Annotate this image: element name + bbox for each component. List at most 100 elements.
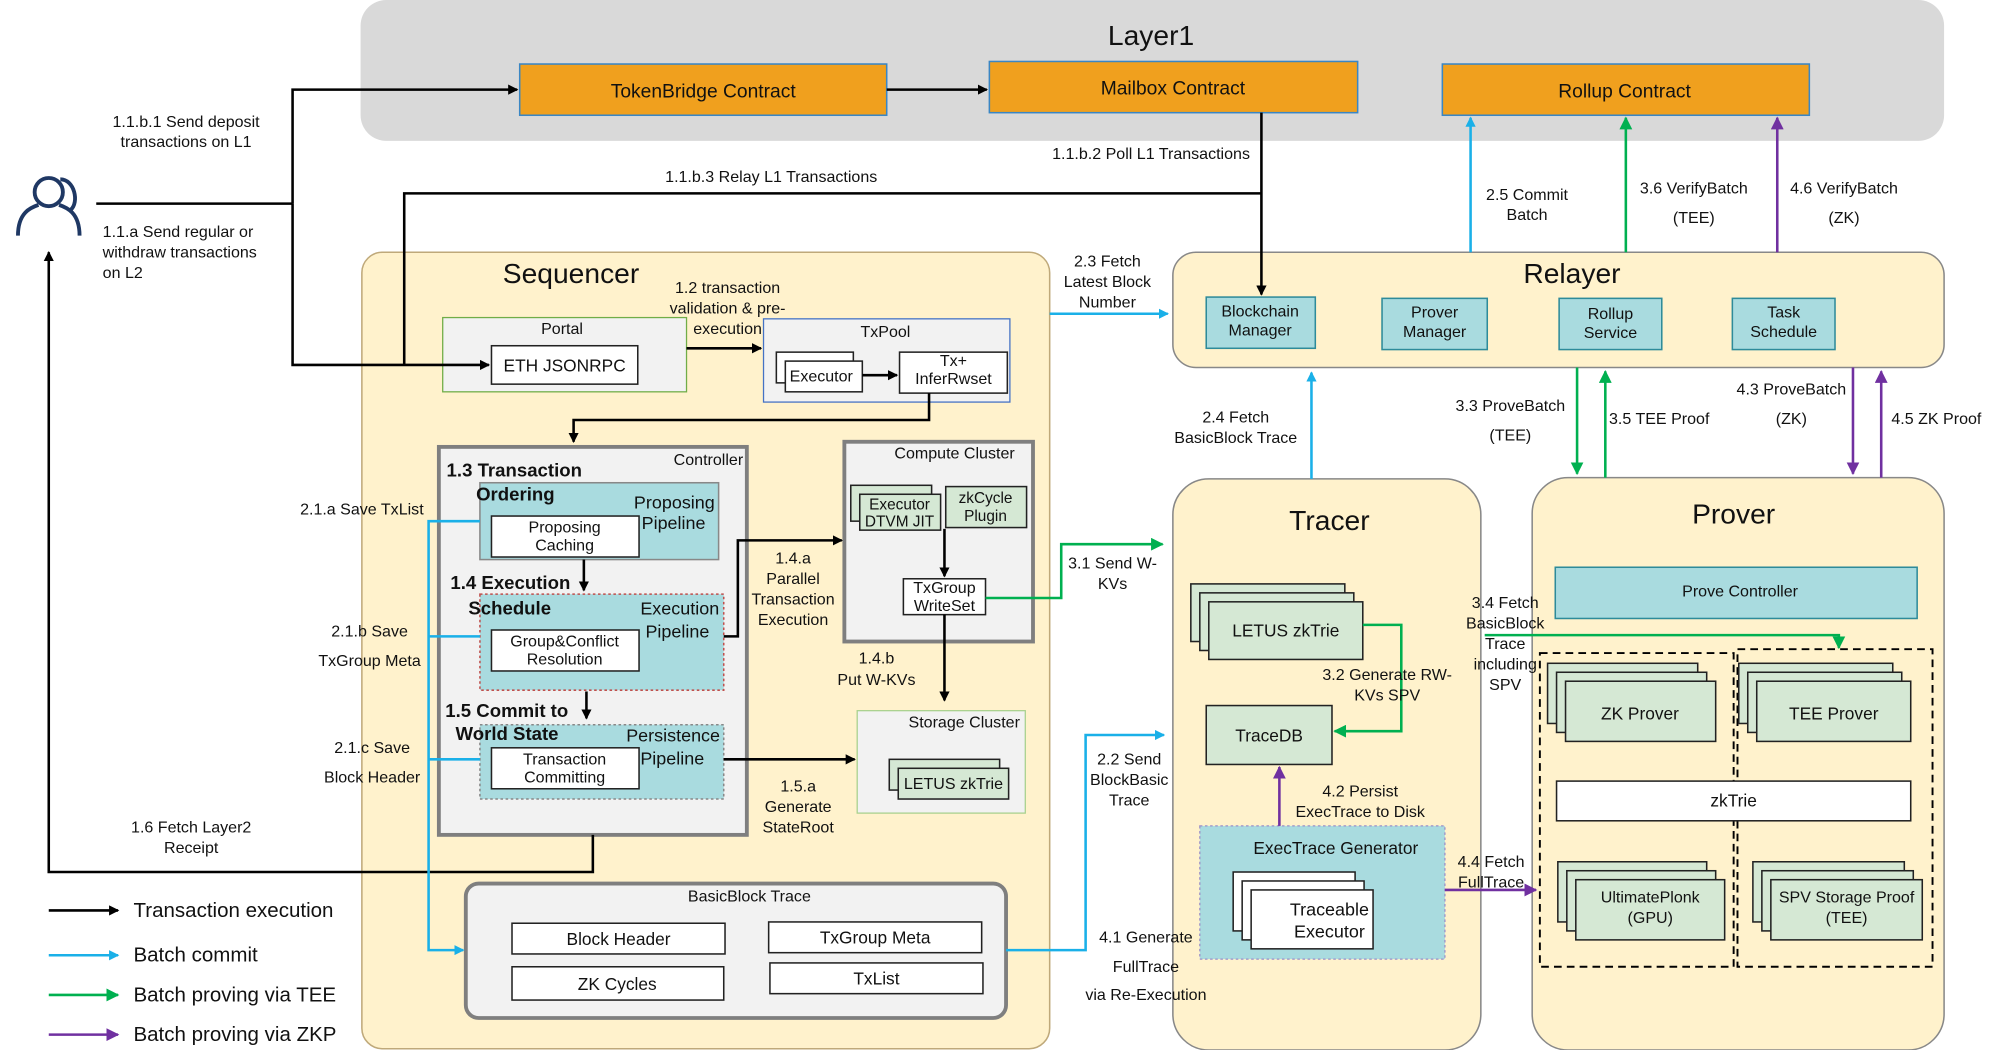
svg-text:Prove Controller: Prove Controller — [1682, 583, 1799, 601]
ultimateplonk-gpu[interactable]: UltimatePlonk(GPU) — [1557, 861, 1726, 941]
svg-text:1.1.b.2 Poll L1 Transactions: 1.1.b.2 Poll L1 Transactions — [1052, 145, 1250, 163]
svg-text:TraceDB: TraceDB — [1235, 725, 1303, 745]
svg-text:World State: World State — [456, 723, 559, 744]
txlist[interactable]: TxList — [769, 962, 984, 995]
svg-text:TxPool: TxPool — [860, 323, 910, 341]
batch-commit-edges — [427, 116, 1476, 956]
prover-zktrie[interactable]: zkTrie — [1555, 780, 1912, 822]
sequencer-title: Sequencer — [503, 257, 639, 289]
tee-proving-edges — [985, 116, 1846, 738]
svg-text:Portal: Portal — [541, 320, 583, 338]
svg-text:1.3 Transaction: 1.3 Transaction — [447, 459, 582, 480]
legend-item-batch-proving-tee: Batch proving via TEE — [48, 983, 336, 1006]
tee-prover[interactable]: TEE Prover — [1738, 662, 1912, 743]
svg-text:Storage Cluster: Storage Cluster — [909, 713, 1021, 731]
user-icon — [16, 176, 82, 236]
svg-text:Batch commit: Batch commit — [133, 944, 258, 967]
eth-jsonrpc[interactable]: ETH JSONRPC — [490, 344, 639, 385]
svg-text:Tx+InferRwset: Tx+InferRwset — [915, 352, 992, 388]
svg-text:3.3 ProveBatch(TEE): 3.3 ProveBatch(TEE) — [1456, 397, 1566, 444]
storage-letus-zktrie[interactable]: LETUS zkTrie — [888, 758, 1010, 800]
portal: Portal ETH JSONRPC — [442, 316, 688, 393]
layer1-panel: Layer1 TokenBridge Contract Mailbox Cont… — [360, 0, 1945, 141]
legend-item-batch-commit: Batch commit — [48, 944, 258, 967]
svg-text:4.3 ProveBatch(ZK): 4.3 ProveBatch(ZK) — [1737, 380, 1847, 427]
svg-text:Ordering: Ordering — [476, 484, 555, 505]
layer1-title: Layer1 — [1108, 19, 1194, 51]
legend-item-transaction-execution: Transaction execution — [48, 899, 333, 922]
svg-text:SPV Storage Proof(TEE): SPV Storage Proof(TEE) — [1779, 889, 1915, 927]
svg-text:UltimatePlonk(GPU): UltimatePlonk(GPU) — [1601, 889, 1701, 927]
txpool-executor[interactable]: Executor — [775, 351, 864, 393]
svg-text:ExecTrace Generator: ExecTrace Generator — [1253, 838, 1418, 858]
tracer-letus-zktrie[interactable]: LETUS zkTrie — [1190, 583, 1364, 661]
svg-text:Executor: Executor — [790, 368, 854, 386]
block-header[interactable]: Block Header — [511, 922, 726, 955]
spv-storage-proof-tee[interactable]: SPV Storage Proof(TEE) — [1752, 861, 1924, 941]
svg-text:zkTrie: zkTrie — [1710, 791, 1757, 811]
svg-text:ZK Cycles: ZK Cycles — [578, 974, 657, 994]
svg-text:Controller: Controller — [674, 451, 744, 469]
svg-text:1.1.b.3 Relay L1 Transactions: 1.1.b.3 Relay L1 Transactions — [665, 168, 877, 186]
svg-text:BasicBlock Trace: BasicBlock Trace — [688, 887, 811, 905]
svg-text:3.5 TEE Proof: 3.5 TEE Proof — [1609, 410, 1710, 428]
tx-infer-rwset[interactable]: Tx+InferRwset — [898, 351, 1009, 394]
prove-controller[interactable]: Prove Controller — [1554, 566, 1918, 620]
svg-text:Schedule: Schedule — [468, 598, 551, 619]
legend-item-batch-proving-zkp: Batch proving via ZKP — [48, 1023, 337, 1046]
svg-text:Mailbox Contract: Mailbox Contract — [1101, 79, 1246, 100]
zk-cycles[interactable]: ZK Cycles — [511, 966, 725, 1001]
svg-text:1.4 Execution: 1.4 Execution — [450, 572, 570, 593]
zkp-proving-edges — [1272, 116, 1888, 897]
relayer-title: Relayer — [1523, 257, 1620, 289]
svg-text:3.1 Send W-KVs: 3.1 Send W-KVs — [1068, 555, 1157, 593]
svg-text:LETUS zkTrie: LETUS zkTrie — [904, 775, 1003, 793]
basicblock-trace: BasicBlock Trace Block Header TxGroup Me… — [463, 881, 1008, 1020]
svg-text:Transaction execution: Transaction execution — [133, 899, 333, 922]
zk-prover[interactable]: ZK Prover — [1546, 662, 1717, 743]
svg-text:TxGroup Meta: TxGroup Meta — [820, 928, 931, 948]
tracedb[interactable]: TraceDB — [1205, 704, 1333, 766]
txgroup-meta[interactable]: TxGroup Meta — [767, 921, 983, 954]
svg-text:Batch proving via ZKP: Batch proving via ZKP — [133, 1023, 336, 1046]
mailbox-contract[interactable]: Mailbox Contract — [988, 60, 1359, 114]
svg-text:2.1.a Save TxList: 2.1.a Save TxList — [300, 501, 424, 519]
tokenbridge-contract[interactable]: TokenBridge Contract — [518, 63, 888, 117]
storage-cluster: Storage Cluster LETUS zkTrie — [856, 710, 1026, 814]
rollup-contract[interactable]: Rollup Contract — [1441, 63, 1811, 117]
